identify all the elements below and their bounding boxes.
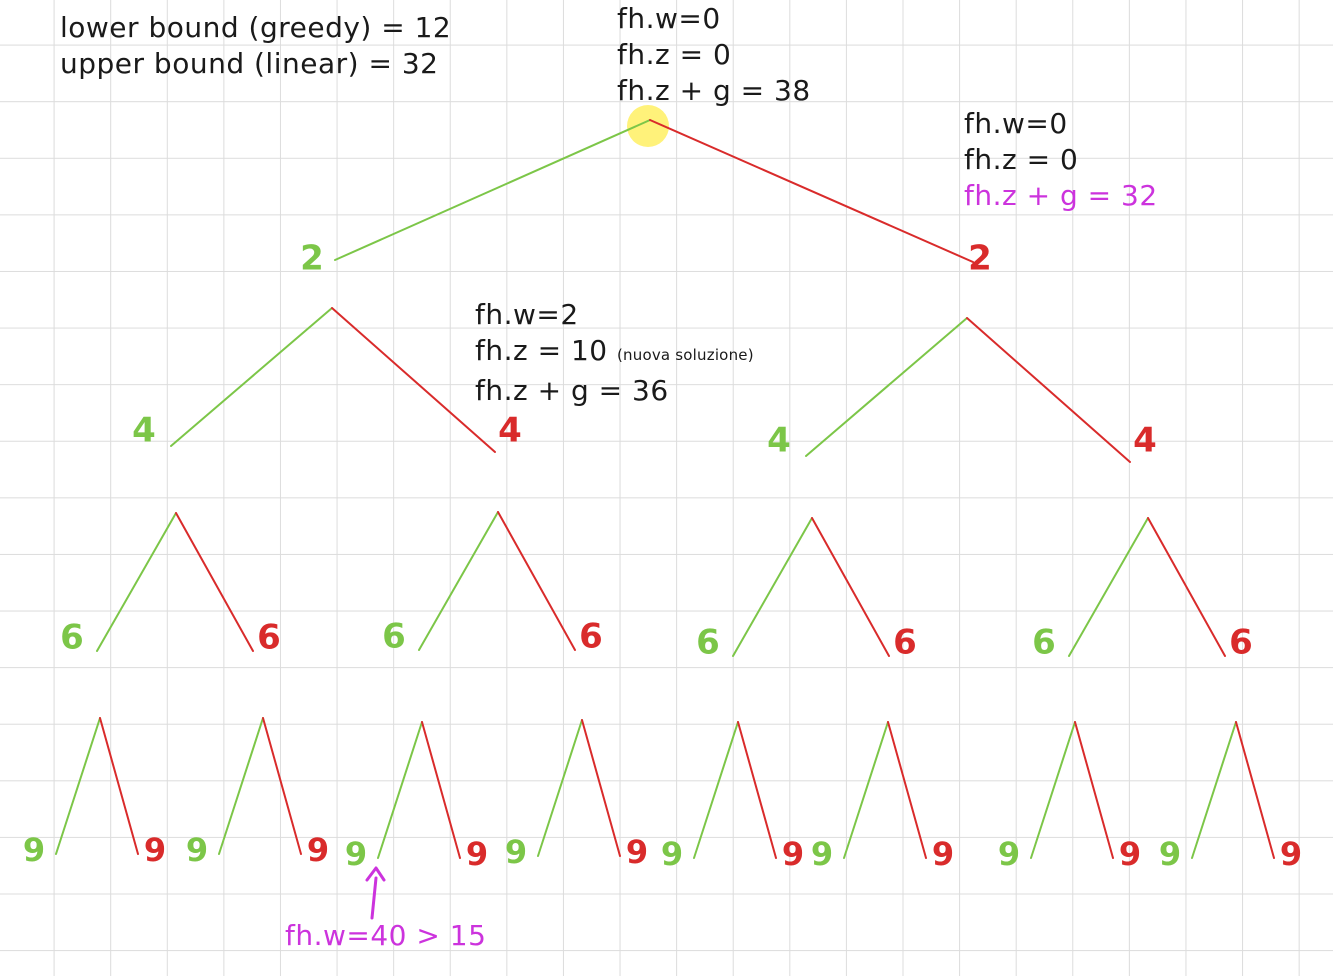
mid-bound-text: fh.z + g = 36 <box>475 374 669 407</box>
exclude-node-label: 9 <box>466 835 488 873</box>
include-branch <box>537 719 583 857</box>
exclude-node-label: 4 <box>1133 421 1157 461</box>
include-branch <box>805 317 968 457</box>
mid-weight-text: fh.w=2 <box>475 298 579 331</box>
pointer-arrow-head <box>365 866 386 882</box>
exclude-branch <box>1074 721 1114 859</box>
mid-node-annotation: fh.w=2 fh.z = 10 (nuova soluzione) fh.z … <box>475 297 754 409</box>
include-node-label: 6 <box>1032 623 1056 663</box>
mid-value-text: fh.z = 10 <box>475 334 608 367</box>
include-node-label: 9 <box>23 831 45 869</box>
include-node-label: 4 <box>132 411 156 451</box>
exclude-node-label: 9 <box>1280 835 1302 873</box>
exclude-branch <box>262 717 302 855</box>
exclude-branch <box>497 511 576 651</box>
include-branch <box>96 512 177 652</box>
include-branch <box>418 511 499 651</box>
exclude-branch <box>1147 517 1226 657</box>
root-weight-text: fh.w=0 <box>617 2 721 35</box>
include-node-label: 6 <box>382 617 406 657</box>
include-node-label: 9 <box>1159 835 1181 873</box>
exclude-branch <box>966 317 1131 463</box>
include-node-label: 9 <box>505 833 527 871</box>
exclude-branch <box>1235 721 1275 859</box>
exclude-node-label: 4 <box>498 411 522 451</box>
include-node-label: 4 <box>767 421 791 461</box>
exclude-branch <box>649 119 974 263</box>
root-bound-text: fh.z + g = 38 <box>617 74 811 107</box>
include-branch <box>1030 721 1076 859</box>
exclude-branch <box>581 719 621 857</box>
exclude-node-label: 6 <box>257 618 281 658</box>
exclude-branch <box>175 512 254 652</box>
include-branch <box>334 119 651 261</box>
include-node-label: 9 <box>186 831 208 869</box>
include-node-label: 9 <box>345 835 367 873</box>
include-branch <box>732 517 813 657</box>
right-weight-text: fh.w=0 <box>964 107 1068 140</box>
include-node-label: 9 <box>661 835 683 873</box>
right-value-text: fh.z = 0 <box>964 143 1079 176</box>
exclude-node-label: 6 <box>1229 623 1253 663</box>
include-node-label: 6 <box>60 618 84 658</box>
exclude-branch <box>331 307 496 453</box>
exclude-branch <box>421 721 461 859</box>
exclude-node-label: 9 <box>932 835 954 873</box>
include-node-label: 2 <box>300 239 324 279</box>
bounds-annotation: lower bound (greedy) = 12 upper bound (l… <box>60 10 451 82</box>
include-branch <box>170 307 333 447</box>
exclude-node-label: 6 <box>579 617 603 657</box>
overweight-annotation: fh.w=40 > 15 <box>285 919 487 952</box>
include-branch <box>1068 517 1149 657</box>
pointer-arrow-shaft <box>370 876 378 920</box>
include-node-label: 9 <box>811 835 833 873</box>
include-node-label: 9 <box>998 835 1020 873</box>
root-node-annotation: fh.w=0 fh.z = 0 fh.z + g = 38 <box>617 1 811 109</box>
exclude-node-label: 9 <box>626 833 648 871</box>
include-node-label: 6 <box>696 623 720 663</box>
current-node-highlight <box>627 105 669 147</box>
exclude-branch <box>737 721 777 859</box>
exclude-node-label: 9 <box>1119 835 1141 873</box>
lower-bound-text: lower bound (greedy) = 12 <box>60 11 452 44</box>
exclude-node-label: 6 <box>893 623 917 663</box>
right-bound-text: fh.z + g = 32 <box>964 179 1158 212</box>
mid-value-row: fh.z = 10 (nuova soluzione) <box>475 333 754 373</box>
exclude-branch <box>99 717 139 855</box>
root-value-text: fh.z = 0 <box>617 38 732 71</box>
include-branch <box>377 721 423 859</box>
exclude-branch <box>811 517 890 657</box>
include-branch <box>55 717 101 855</box>
include-branch <box>1191 721 1237 859</box>
exclude-node-label: 9 <box>144 831 166 869</box>
exclude-node-label: 9 <box>782 835 804 873</box>
right-node-annotation: fh.w=0 fh.z = 0 fh.z + g = 32 <box>964 106 1158 214</box>
new-solution-note: (nuova soluzione) <box>617 346 754 364</box>
include-branch <box>843 721 889 859</box>
include-branch <box>693 721 739 859</box>
exclude-node-label: 2 <box>968 239 992 279</box>
exclude-node-label: 9 <box>307 831 329 869</box>
include-branch <box>218 717 264 855</box>
upper-bound-text: upper bound (linear) = 32 <box>60 47 439 80</box>
exclude-branch <box>887 721 927 859</box>
